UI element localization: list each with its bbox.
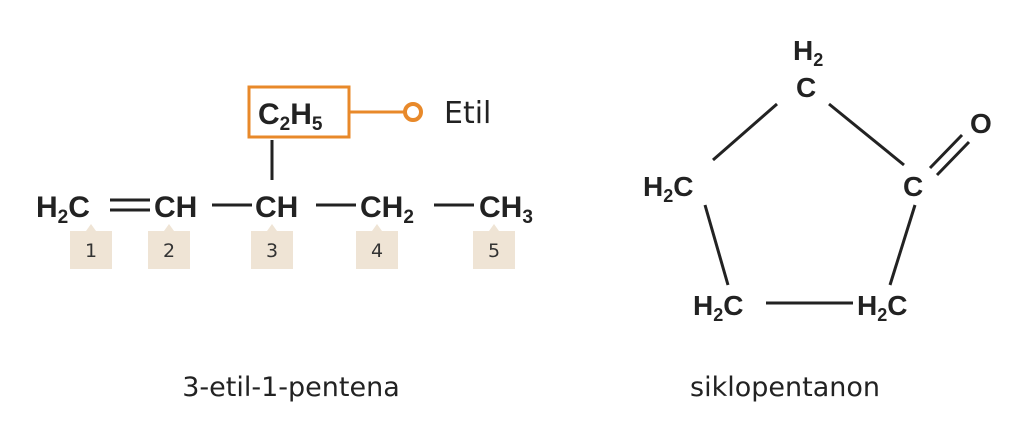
atom-bottom-right: H2C [857, 290, 907, 325]
atom-top-carbon: C [796, 72, 816, 103]
caption-right: siklopentanon [690, 372, 880, 403]
number-box [473, 224, 515, 269]
bond-right-bottomright [888, 204, 917, 286]
double-bond-co-a [928, 133, 964, 170]
double-bond-co-b [935, 140, 971, 177]
number-label: 3 [266, 240, 278, 262]
number-label: 2 [163, 240, 175, 262]
ethyl-label: Etil [444, 96, 491, 131]
carbon-number-1: 1 [70, 224, 112, 269]
atom-bottom-left: H2C [693, 290, 743, 325]
bond-top-right [828, 102, 905, 167]
number-box [148, 224, 190, 269]
carbon-number-5: 5 [473, 224, 515, 269]
ethyl-callout-dot [403, 102, 423, 122]
atom-c2: CH [154, 191, 197, 224]
atom-top: H2 [793, 35, 823, 70]
carbon-number-4: 4 [356, 224, 398, 269]
atom-ethyl: C2H5 [258, 98, 323, 135]
bond-top-left [712, 102, 778, 162]
atom-oxygen: O [970, 108, 992, 139]
carbon-number-3: 3 [251, 224, 293, 269]
atom-left: H2C [643, 171, 693, 206]
atom-c4: CH2 [360, 191, 414, 228]
number-box [251, 224, 293, 269]
atom-c3: CH [255, 191, 298, 224]
number-label: 5 [488, 240, 500, 262]
number-box [70, 224, 112, 269]
number-label: 4 [371, 240, 383, 262]
atom-c1: H2C [36, 191, 90, 228]
caption-left: 3-etil-1-pentena [182, 372, 400, 403]
atom-c5: CH3 [479, 191, 533, 228]
number-label: 1 [85, 240, 97, 262]
molecule-siklopentanon: H2 C H2C C O H2C H2C siklopentanon [643, 35, 992, 403]
bond-left-bottomleft [703, 204, 730, 286]
carbon-number-2: 2 [148, 224, 190, 269]
atom-right-carbonyl: C [903, 171, 923, 202]
molecule-3-etil-1-pentena: 1 2 3 4 5 H2C CH CH CH2 CH3 [36, 85, 533, 403]
number-box [356, 224, 398, 269]
